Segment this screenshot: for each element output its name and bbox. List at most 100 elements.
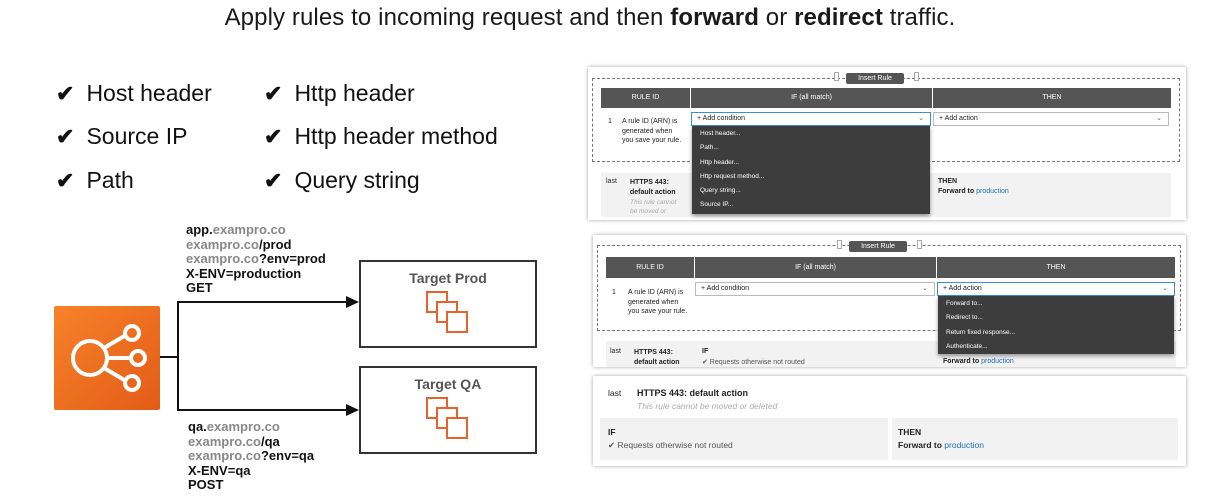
rule-id-line: you save your rule. — [622, 137, 682, 144]
row-number: 1 — [608, 118, 612, 125]
menu-item-path[interactable]: Path... — [700, 144, 719, 151]
add-condition-select[interactable]: + Add condition⌄ — [691, 112, 931, 126]
rule-id-line: A rule ID (ARN) is — [622, 118, 678, 125]
title-redirect: redirect — [794, 4, 883, 31]
default-rule-title: HTTPS 443: default action — [630, 178, 676, 197]
default-rule-title: HTTPS 443: default action — [637, 388, 748, 398]
header-then: THEN — [937, 257, 1175, 278]
routing-lines — [160, 296, 359, 416]
insert-rule-button[interactable]: Insert Rule — [846, 73, 904, 84]
arrow-head-qa — [346, 404, 359, 416]
slide-title: Apply rules to incoming request and then… — [0, 4, 1180, 32]
add-action-select[interactable]: + Add action ⌄ — [933, 112, 1169, 126]
prod-rule-header: X-ENV=production — [186, 265, 302, 281]
default-rule-note: This rule cannot be moved or deleted — [637, 401, 778, 411]
forward-to-text: Forward to — [898, 440, 942, 450]
forward-to-text: Forward to — [938, 188, 975, 195]
add-action-label: + Add action — [939, 115, 978, 122]
qa-rule-header: X-ENV=qa — [188, 462, 251, 478]
drag-handle[interactable] — [834, 72, 839, 81]
if-text: IF — [608, 427, 616, 437]
production-link[interactable]: production — [944, 440, 984, 450]
then-box — [892, 418, 1178, 460]
default-rule-title: HTTPS 443: default action — [634, 348, 680, 367]
add-action-select[interactable]: + Add action ⌄ — [937, 282, 1175, 296]
route-line-prod — [160, 301, 348, 358]
drag-handle[interactable] — [914, 72, 919, 81]
default-rule-note: This rule cannot be moved or — [630, 198, 676, 216]
menu-item-host-header[interactable]: Host header... — [700, 130, 741, 137]
load-balancer-icon — [54, 306, 160, 410]
drag-handle[interactable] — [837, 240, 842, 249]
menu-item-http-header[interactable]: Http header... — [700, 159, 740, 166]
menu-item-return-fixed-response[interactable]: Return fixed response... — [946, 329, 1016, 336]
check-label: Query string — [294, 167, 420, 193]
add-action-label: + Add action — [943, 285, 982, 292]
default-title-line: HTTPS 443: — [634, 349, 673, 356]
menu-item-forward-to[interactable]: Forward to... — [946, 300, 983, 307]
rule-part-domain: exampro.co — [206, 419, 280, 434]
chevron-down-icon: ⌄ — [918, 115, 924, 122]
check-item-host-header: ✔Host header — [56, 80, 212, 107]
check-item-query-string: ✔Query string — [264, 167, 420, 194]
rule-part-domain: exampro.co — [186, 251, 259, 266]
target-qa-label: Target QA — [414, 376, 482, 392]
default-action-panel: last HTTPS 443: default action This rule… — [593, 376, 1186, 466]
header-if: IF (all match) — [691, 88, 932, 108]
production-link[interactable]: production — [981, 358, 1014, 365]
add-condition-select[interactable]: + Add condition⌄ — [695, 282, 935, 296]
load-balancer-glyph — [71, 324, 147, 392]
forward-to-production: Forward to production — [943, 358, 1014, 365]
menu-item-query-string[interactable]: Query string... — [700, 187, 741, 194]
title-or: or — [759, 4, 795, 31]
check-item-http-header-method: ✔ Http header method — [264, 123, 498, 150]
menu-item-authenticate[interactable]: Authenticate... — [946, 343, 988, 350]
condition-checklist: ✔Host header ✔ Http header ✔Source IP ✔ Ht… — [56, 76, 556, 206]
if-box — [600, 418, 888, 460]
requests-text: ✔ Requests otherwise not routed — [608, 440, 733, 450]
check-label: Http header — [294, 80, 415, 106]
rule-part: ?env=qa — [260, 448, 315, 463]
rule-id-line: generated when — [628, 298, 679, 306]
title-suffix: traffic. — [882, 4, 956, 31]
chevron-down-icon: ⌄ — [1162, 285, 1168, 292]
forward-to-text: Forward to — [943, 358, 980, 365]
insert-rule-button[interactable]: Insert Rule — [849, 241, 907, 252]
qa-rule-path: exampro.co/qa — [188, 433, 314, 450]
default-title-line: default action — [630, 188, 676, 196]
prod-routing-rules: app.exampro.co exampro.co/prod exampro.c… — [186, 222, 326, 296]
check-label: Http header method — [294, 123, 498, 149]
drag-handle[interactable] — [917, 240, 922, 249]
rule-part-domain: exampro.co — [188, 448, 261, 463]
chevron-down-icon: ⌄ — [1156, 115, 1162, 122]
menu-item-source-ip[interactable]: Source IP... — [700, 201, 734, 208]
prod-rule-method: GET — [186, 280, 213, 295]
check-label: Path — [86, 167, 134, 193]
prod-rule-host: app.exampro.co — [186, 222, 326, 238]
menu-item-redirect-to[interactable]: Redirect to... — [946, 314, 983, 321]
rule-part: /prod — [258, 236, 292, 252]
check-icon: ✔ — [264, 81, 283, 106]
header-rule-id: RULE ID — [601, 88, 690, 108]
check-item-path: ✔Path — [56, 167, 134, 194]
check-icon: ✔ — [264, 124, 283, 149]
then-text: THEN — [898, 427, 922, 437]
check-item-source-ip: ✔Source IP — [56, 123, 187, 150]
rule-part: /qa — [260, 433, 280, 449]
qa-rule-host: qa.exampro.co — [188, 419, 314, 435]
production-link[interactable]: production — [976, 188, 1009, 195]
header-rule-id: RULE ID — [606, 257, 694, 278]
target-group-icon — [426, 397, 468, 439]
rule-id-description: A rule ID (ARN) is generated when you sa… — [628, 288, 687, 317]
rule-id-description: A rule ID (ARN) is generated when you sa… — [622, 117, 681, 146]
header-then: THEN — [933, 88, 1171, 108]
then-label: THEN — [938, 178, 957, 185]
target-prod-label: Target Prod — [409, 270, 487, 286]
qa-rule-method: POST — [188, 477, 224, 492]
default-note-line: be moved or — [630, 208, 667, 215]
menu-item-http-request-method[interactable]: Http request method... — [700, 173, 765, 180]
rule-id-line: A rule ID (ARN) is — [628, 289, 684, 296]
condition-dropdown-menu: Host header... Path... Http header... Ht… — [692, 126, 930, 214]
prod-rule-path: exampro.co/prod — [186, 236, 326, 253]
default-note-line: This rule cannot — [630, 199, 677, 206]
